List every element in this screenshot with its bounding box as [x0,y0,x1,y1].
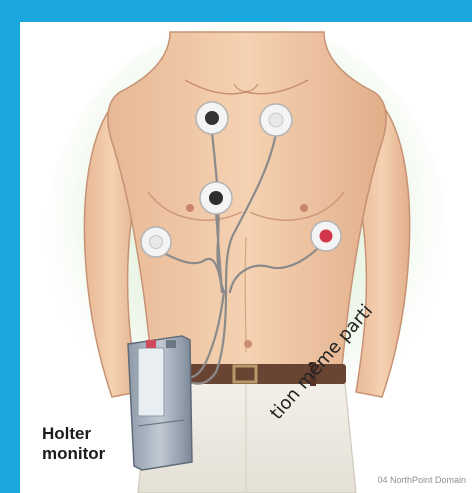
holter-monitor-device [128,336,192,470]
holter-monitor-label: Holter monitor [42,424,134,464]
device-label-line-2: monitor [42,444,134,464]
copyright-credit: 04 NorthPoint Domain [377,475,466,485]
left-nipple [186,204,194,212]
lower-right-electrode [311,221,341,251]
lower-left-electrode [141,227,171,257]
upper-right-electrode [260,104,292,136]
device-label-line-1: Holter [42,424,134,444]
upper-left-electrode [196,102,228,134]
right-nipple [300,204,308,212]
navel [244,340,252,348]
illustration-panel: Holter monitor tion même parti 04 NorthP… [20,22,472,493]
center-electrode [200,182,232,214]
holter-illustration [20,22,472,493]
